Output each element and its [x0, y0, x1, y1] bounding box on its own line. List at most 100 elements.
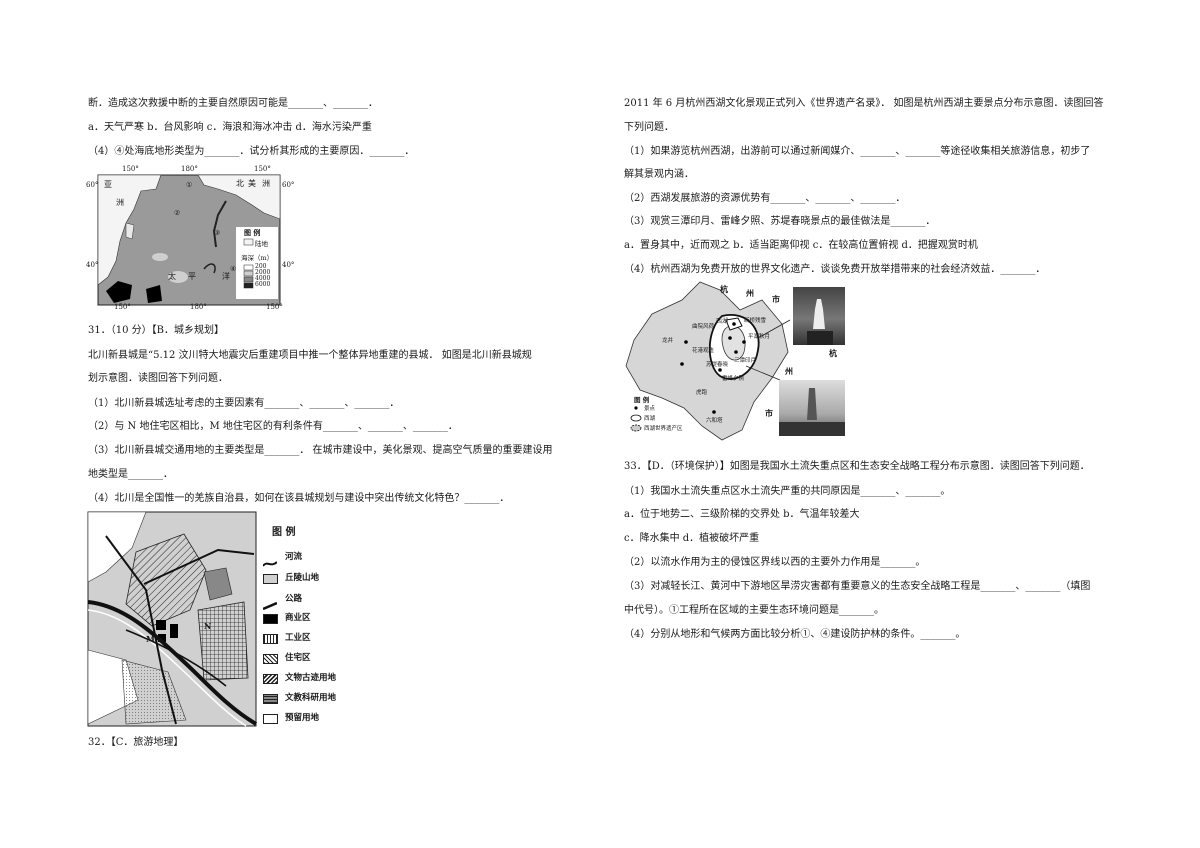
text-line: 中代号）。①工程所在区域的主要生态环境问题是_______。 [624, 605, 884, 616]
text-line: 地类型是_______． [88, 469, 173, 480]
hills-swatch [263, 574, 278, 584]
text-line: （2）西湖发展旅游的资源优势有_______、_______、_______． [624, 193, 906, 204]
region-label: 太 [168, 272, 176, 281]
pacific-label: 150° [266, 303, 283, 311]
text-line: 划示意图．读图回答下列问题． [88, 373, 228, 384]
text-line: a．天气严寒 b．台风影响 c．海浪和海冰冲击 d．海水污染严重 [88, 122, 372, 133]
city-label: 州 [746, 288, 754, 298]
legend-label: 200 [255, 263, 267, 270]
legend-label: 2000 [255, 269, 271, 276]
pacific-label: 60° [86, 181, 99, 189]
text-line: （4）北川是全国惟一的羌族自治县，如何在该县城规划与建设中突出传统文化特色？__… [88, 493, 510, 504]
pacific-label: 180° [181, 165, 198, 173]
spot-label: 平湖秋月 [748, 334, 771, 340]
legend-label: 海深（m） [241, 254, 274, 262]
north-pacific-map: 150° 180° 150° 60° 60° 40° 40° 150° 180°… [86, 165, 296, 311]
text-line: a．位于地势二、三级阶梯的交界处 b．气温年较差大 [624, 509, 860, 520]
legend-label: 陆地 [255, 240, 268, 248]
spot-label: 断桥残雪 [744, 318, 767, 324]
marker-label: ① [186, 181, 193, 189]
spot-label: 花港观鱼 [692, 348, 715, 354]
spot-label: 西湖 [716, 318, 729, 325]
text-line: 32．【C．旅游地理】 [88, 737, 184, 748]
legend-label: 商业区 [285, 613, 311, 623]
text-line: 33．【D．（环境保护）】如图是我国水土流失重点区和生态安全战略工程分布示意图．… [624, 461, 1090, 472]
text-line: 解其景观内涵． [624, 169, 694, 180]
legend-label: 文物古迹用地 [285, 673, 337, 683]
text-line: 下列问题． [624, 122, 674, 133]
text-line: （1）北川新县城选址考虑的主要因素有_______、_______、______… [88, 398, 400, 409]
city-label: 杭 [720, 284, 728, 294]
region-label: 平 [188, 272, 196, 281]
residential-swatch [263, 654, 278, 664]
heritage-swatch [263, 674, 278, 684]
spot-label: 雷峰夕照 [722, 376, 745, 382]
region-label: 亚 [104, 180, 112, 189]
pacific-label: 40° [86, 261, 99, 269]
text-line: （3）观赏三潭印月、雷峰夕照、苏堤春晓景点的最佳做法是_______． [624, 216, 936, 227]
leifeng-pagoda-photo [793, 287, 845, 345]
pacific-label: 150° [114, 303, 131, 311]
spot-label: 龙井 [662, 338, 674, 344]
legend-title: 图 例 [244, 228, 261, 237]
education-swatch [263, 694, 278, 704]
text-line: 断．造成这次救援中断的主要自然原因可能是_______、_______． [88, 98, 378, 109]
legend-label: 文教科研用地 [285, 693, 337, 703]
legend-title: 图 例 [634, 396, 650, 404]
spot-label: 曲院风荷 [692, 324, 715, 330]
beichuan-legend-title: 图 例 [272, 527, 296, 538]
marker-label: ④ [230, 265, 237, 273]
region-label: 美 [248, 179, 256, 188]
city-label: 杭 [829, 348, 837, 358]
text-line: （4）④处海底地形类型为_______．试分析其形成的主要原因．_______． [88, 146, 415, 157]
marker-label: ② [174, 209, 181, 217]
text-line: （4）杭州西湖为免费开放的世界文化遗产．谈谈免费开放举措带来的社会经济效益．__… [624, 264, 1046, 275]
legend-label: 西湖 [644, 416, 656, 422]
legend-label: 预留用地 [285, 713, 320, 723]
text-line: 北川新县城是“5.12 汶川特大地震灾后重建项目中推一个整体异地重建的县城． 如… [88, 350, 532, 361]
legend-label: 住宅区 [285, 653, 311, 663]
six-harmonies-pagoda-photo [779, 380, 845, 436]
pacific-label: 180° [190, 303, 207, 311]
text-line: （1）我国水土流失重点区水土流失严重的共同原因是_______、_______。 [624, 486, 951, 497]
legend-label: 6000 [255, 281, 271, 288]
pacific-label: 40° [282, 261, 295, 269]
region-label: 洲 [262, 179, 270, 188]
road-swatch [262, 595, 278, 611]
city-label: 市 [765, 408, 773, 418]
spot-label: 虎跑 [696, 390, 708, 396]
legend-label: 丘陵山地 [285, 573, 320, 583]
legend-label: 西湖世界遗产区 [644, 426, 683, 432]
pacific-label: 150° [122, 165, 139, 173]
legend-label: 公路 [285, 594, 303, 604]
text-line: 31．（10 分）【B．城乡规划】 [88, 325, 224, 336]
text-line: （1）如果游览杭州西湖，出游前可以通过新闻媒介、_______、_______等… [624, 146, 1091, 157]
river-swatch [262, 553, 278, 567]
legend-label: 景点 [644, 406, 656, 412]
text-line: （4）分别从地形和气候两方面比较分析①、④建设防护林的条件。_______。 [624, 629, 966, 640]
spot-label: 三潭印月 [734, 358, 757, 364]
spot-label: 苏堤春晓 [706, 362, 729, 368]
pacific-label: 60° [282, 181, 295, 189]
region-label: 洋 [222, 272, 230, 281]
city-label: 市 [772, 294, 780, 304]
commercial-swatch [263, 614, 278, 624]
text-line: （3）对减轻长江、黄河中下游地区旱涝灾害都有重要意义的生态安全战略工程是____… [624, 581, 1091, 592]
point-label: M [146, 634, 155, 644]
legend-label: 4000 [255, 275, 271, 282]
legend-label: 河流 [285, 552, 303, 562]
city-label: 州 [785, 366, 793, 376]
marker-label: ③ [214, 229, 221, 237]
text-line: （2）以流水作用为主的侵蚀区界线以西的主要外力作用是_______。 [624, 557, 926, 568]
pacific-label: 150° [254, 165, 271, 173]
industrial-swatch [263, 634, 278, 644]
point-label: N [204, 621, 212, 631]
text-line: （3）北川新县城交通用地的主要类型是_______． 在城市建设中，美化景观、提… [88, 445, 553, 456]
region-label: 北 [236, 179, 244, 188]
spot-label: 六和塔 [706, 418, 723, 424]
text-line: 2011 年 6 月杭州西湖文化景观正式列入《世界遗产名录》． 如图是杭州西湖主… [624, 98, 1104, 109]
reserved-swatch [263, 714, 278, 724]
region-label: 洲 [116, 198, 124, 207]
text-line: c．降水集中 d．植被破坏严重 [624, 533, 760, 544]
legend-label: 工业区 [285, 633, 311, 643]
